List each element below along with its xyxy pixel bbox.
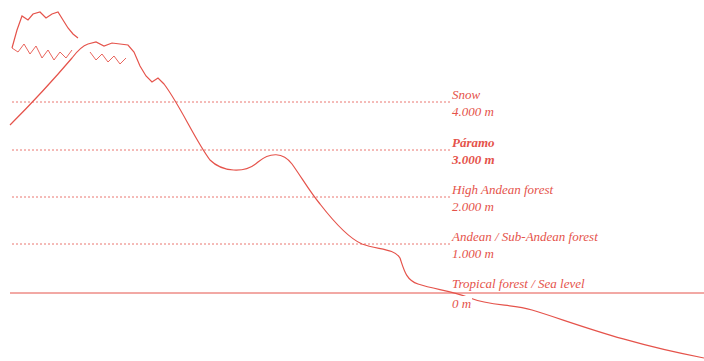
snow-line [12,102,450,103]
altitude-value: 3.000 m [451,152,496,167]
paramo-line [12,150,450,151]
front-ridge [10,42,704,358]
zone-name: Andean / Sub-Andean forest [451,229,599,244]
zone-name: Páramo [451,135,496,150]
altitude-value: 1.000 m [451,246,495,261]
back-peak [12,12,78,48]
altitude-value: 0 m [451,296,472,311]
zone-name: Tropical forest / Sea level [451,276,586,291]
altitude-value: 4.000 m [451,104,495,119]
zone-name: High Andean forest [451,182,554,197]
andean-line [12,244,450,245]
altitude-value: 2.000 m [451,199,495,214]
sea-level-line [10,293,704,294]
high-andean-line [12,197,450,198]
zone-name: Snow [451,87,481,102]
